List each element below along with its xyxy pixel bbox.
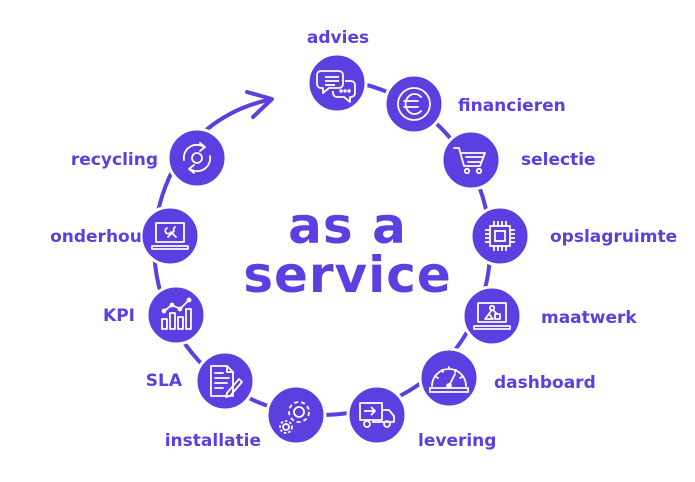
laptop-wrench-icon xyxy=(151,222,189,250)
gears-icon xyxy=(279,401,310,434)
center-title-line2: service xyxy=(243,246,452,304)
label-selectie: selectie xyxy=(521,150,596,170)
contract-icon xyxy=(210,365,243,398)
label-installatie: installatie xyxy=(164,431,261,451)
onderhoud-node xyxy=(139,205,201,267)
euro-icon xyxy=(397,87,431,121)
label-recycling: recycling xyxy=(70,150,158,170)
label-advies: advies xyxy=(306,28,370,48)
gauge-icon xyxy=(429,366,469,393)
maatwerk-node xyxy=(461,285,523,347)
shopping-cart-icon xyxy=(453,147,486,175)
cpu-chip-icon xyxy=(485,221,515,251)
recycle-icon xyxy=(182,142,212,174)
label-dashboard: dashboard xyxy=(494,373,596,393)
label-sla: SLA xyxy=(145,371,182,391)
label-onderhoud: onderhoud xyxy=(50,227,154,247)
dashboard-node xyxy=(418,347,480,409)
kpi-node xyxy=(145,284,207,346)
chat-bubbles-icon xyxy=(316,70,356,103)
label-financieren: financieren xyxy=(458,96,566,116)
label-maatwerk: maatwerk xyxy=(541,308,637,328)
label-kpi: KPI xyxy=(103,306,135,326)
delivery-truck-icon xyxy=(359,402,395,428)
installatie-node xyxy=(265,384,327,446)
center-title-line1: as a xyxy=(288,197,407,255)
bar-chart-icon xyxy=(161,297,192,330)
levering-node xyxy=(346,384,408,446)
recycling-node xyxy=(166,127,228,189)
selectie-node xyxy=(440,129,502,191)
opslagruimte-node xyxy=(469,205,531,267)
arrow-head xyxy=(245,90,274,119)
sla-node xyxy=(194,350,256,412)
label-opslagruimte: opslagruimte xyxy=(550,227,678,247)
label-levering: levering xyxy=(418,431,497,451)
custom-laptop-icon xyxy=(473,302,511,330)
financieren-node xyxy=(383,73,445,135)
advies-node xyxy=(306,52,368,114)
